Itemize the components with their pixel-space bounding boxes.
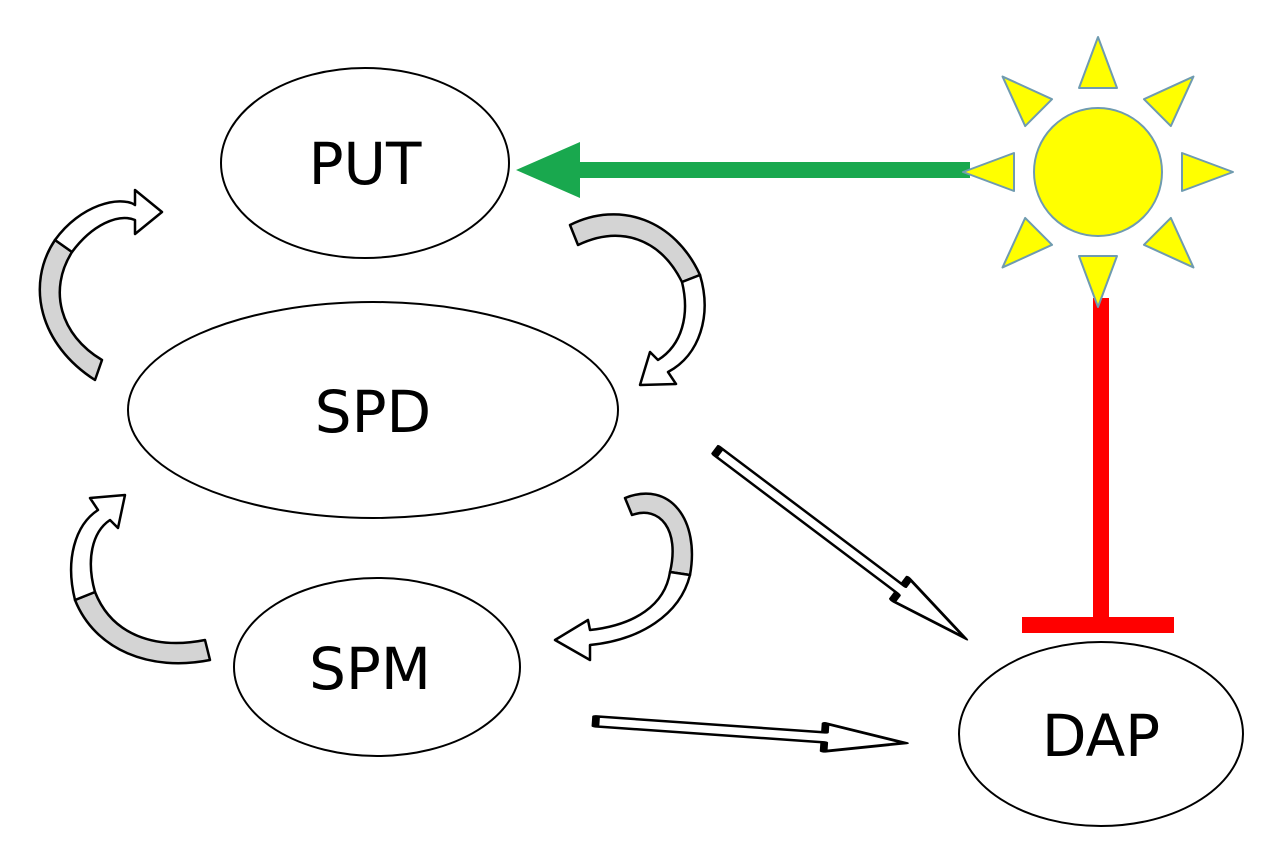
cycle-arrow-spm-to-spd — [69, 493, 212, 665]
activation-arrow-light-to-put — [516, 142, 970, 198]
node-put: PUT — [220, 67, 510, 259]
cycle-arrow-spd-to-spm — [553, 492, 694, 662]
inhibition-bar-light-to-dap — [1022, 298, 1174, 633]
sun-icon — [962, 36, 1234, 308]
node-dap-label: DAP — [1042, 702, 1160, 770]
node-spm-label: SPM — [309, 635, 431, 703]
conversion-arrow-spd-to-dap — [709, 440, 973, 649]
node-spm: SPM — [233, 577, 521, 757]
conversion-arrow-spm-to-dap — [595, 707, 906, 757]
cycle-arrow-put-to-spd — [568, 213, 706, 387]
node-spd: SPD — [127, 301, 619, 519]
node-put-label: PUT — [309, 130, 422, 198]
node-spd-label: SPD — [315, 378, 431, 446]
cycle-arrow-spd-to-put — [38, 188, 164, 382]
node-dap: DAP — [958, 641, 1244, 827]
